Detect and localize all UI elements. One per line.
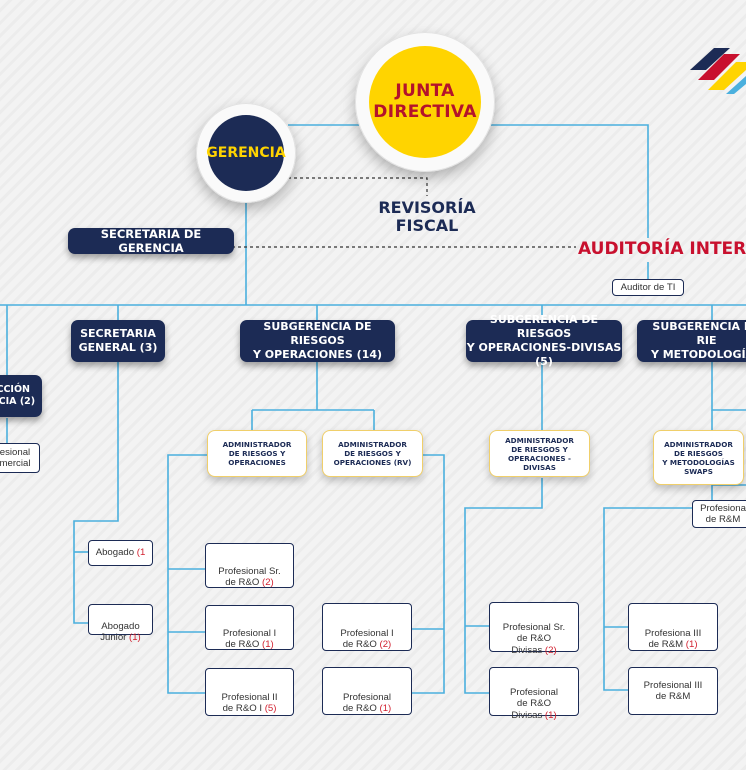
position-title: Profesional de R&O <box>342 691 391 715</box>
revisoria-fiscal-label[interactable]: REVISORÍA FISCAL <box>378 198 476 235</box>
position-count: (1) <box>262 639 274 650</box>
position-title: esional mercial <box>0 446 31 470</box>
abogado-box[interactable]: Abogado (1 <box>88 540 153 566</box>
gerencia-node[interactable]: GERENCIA <box>206 115 286 191</box>
profesional-i-ro-rv-box[interactable]: Profesional I de R&O (2) <box>322 603 412 651</box>
profesional-sr-divisas-box[interactable]: Profesional Sr. de R&O Divisas (2) <box>489 602 579 656</box>
position-title: Profesional Sr. de R&O <box>218 565 281 589</box>
position-count: (2) <box>379 639 392 650</box>
abogado-junior-box[interactable]: Abogado Junior (1) <box>88 604 153 643</box>
brand-logo <box>690 48 746 94</box>
position-count: (1) <box>685 639 698 650</box>
junta-directiva-node[interactable]: JUNTA DIRECTIVA <box>369 46 481 158</box>
position-count: (2) <box>262 577 274 588</box>
profesional-divisas-box[interactable]: Profesional de R&O Divisas (1) <box>489 667 579 721</box>
profesional-ro-rv-box[interactable]: Profesional de R&O (1) <box>322 667 412 715</box>
position-title: Profesional I de R&O <box>222 627 277 651</box>
position-count: (5) <box>264 703 277 714</box>
subgerencia-riesgos-metodologias-pill[interactable]: SUBGERENCIA DE RIE Y METODOLOGÍAS <box>637 320 746 362</box>
position-title: Profesional II de R&O I <box>221 691 278 715</box>
position-title: Profesional III de R&M <box>643 679 703 703</box>
position-title: Profesional Sr. de R&O Divisas <box>502 621 566 656</box>
admin-riesgos-operaciones-rv[interactable]: ADMINISTRADOR DE RIESGOS Y OPERACIONES (… <box>322 430 423 477</box>
profesional-ii-ro-box[interactable]: Profesional II de R&O I (5) <box>205 668 294 716</box>
profesional-sr-ro-box[interactable]: Profesional Sr. de R&O (2) <box>205 543 294 588</box>
position-title: Abogado <box>95 547 135 559</box>
position-title: Profesional de R&O Divisas <box>510 686 558 721</box>
secretaria-gerencia-pill[interactable]: SECRETARIA DE GERENCIA <box>68 227 234 255</box>
auditor-ti-box[interactable]: Auditor de TI <box>612 279 684 296</box>
direccion-comercial-pill[interactable]: ECCIÓN ERCIA (2) <box>0 375 42 417</box>
subgerencia-riesgos-divisas-pill[interactable]: SUBGERENCIA DE RIESGOS Y OPERACIONES-DIV… <box>466 313 622 368</box>
subgerencia-riesgos-operaciones-pill[interactable]: SUBGERENCIA DE RIESGOS Y OPERACIONES (14… <box>240 320 395 362</box>
admin-riesgos-metodologias-swaps[interactable]: ADMINISTRADOR DE RIESGOS Y METODOLOGÍAS … <box>653 430 744 485</box>
admin-riesgos-operaciones[interactable]: ADMINISTRADOR DE RIESGOS Y OPERACIONES <box>207 430 307 477</box>
position-count: (1) <box>379 703 392 714</box>
admin-riesgos-operaciones-divisas[interactable]: ADMINISTRADOR DE RIESGOS Y OPERACIONES -… <box>489 430 590 477</box>
profesional-iii-rm-box[interactable]: Profesiona III de R&M (1) <box>628 603 718 651</box>
profesional-iii-rm-box-2[interactable]: Profesional III de R&M <box>628 667 718 715</box>
auditoria-interna-label[interactable]: AUDITORÍA INTERNA <box>578 239 746 259</box>
position-title: Profesiona de R&M <box>700 502 746 526</box>
position-count: (1) <box>544 709 557 721</box>
position-title: Abogado Junior <box>100 620 140 644</box>
position-count: (1 <box>136 547 146 559</box>
profesional-rm-box[interactable]: Profesiona de R&M <box>692 500 746 528</box>
position-title: Profesional I de R&O <box>340 627 394 651</box>
position-title: Profesiona III de R&M <box>644 627 702 651</box>
position-count: (2) <box>544 644 557 656</box>
profesional-comercial-box[interactable]: esional mercial <box>0 443 40 473</box>
position-count: (1) <box>129 632 141 643</box>
profesional-i-ro-box[interactable]: Profesional I de R&O (1) <box>205 605 294 650</box>
secretaria-general-pill[interactable]: SECRETARIA GENERAL (3) <box>71 320 165 362</box>
